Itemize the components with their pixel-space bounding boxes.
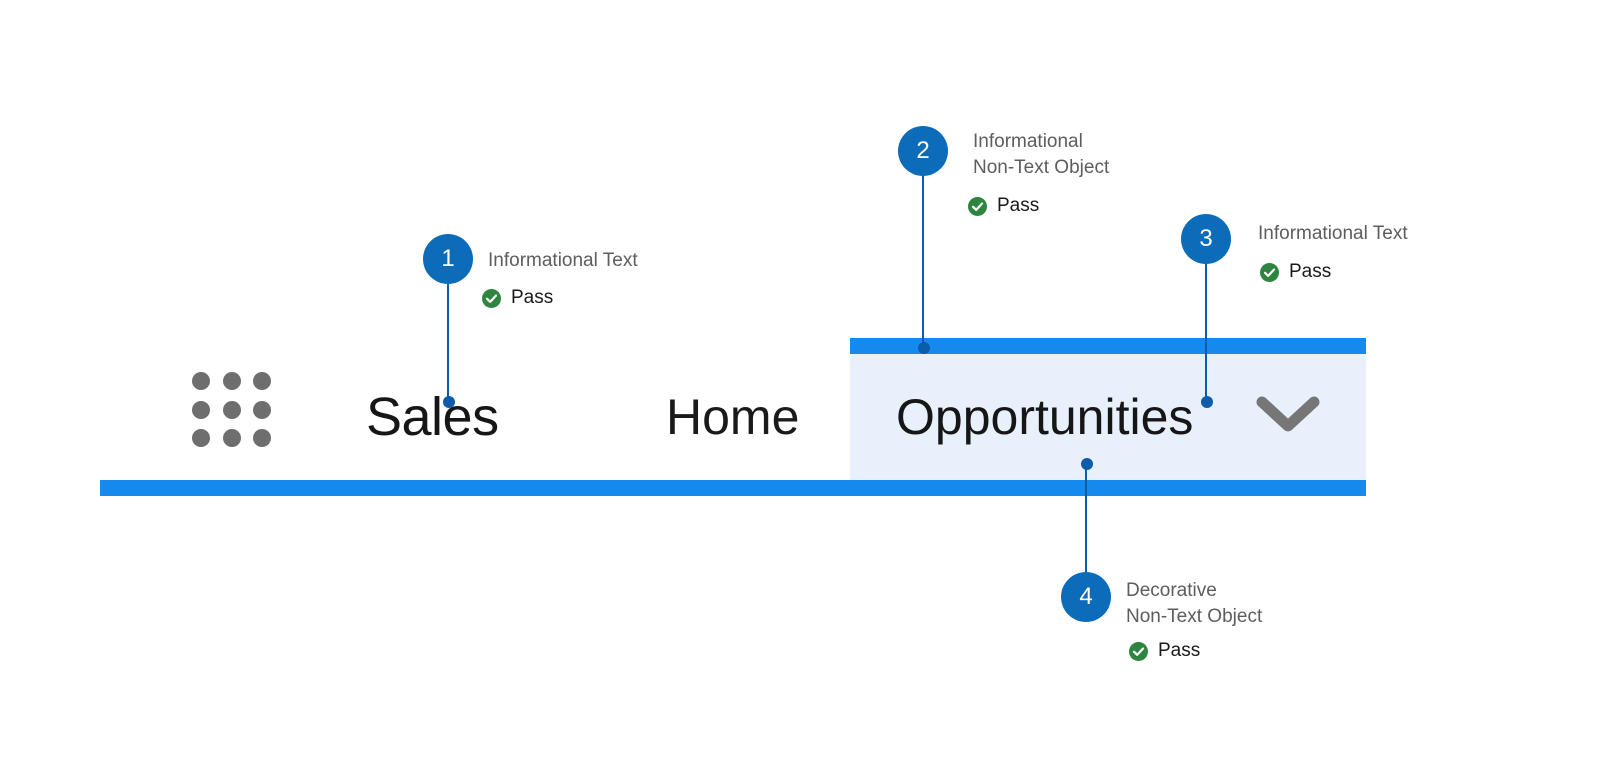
navigation-bottom-accent-bar — [100, 480, 1366, 496]
tab-highlight-background[interactable] — [850, 338, 1366, 480]
callout-3-leader-line — [1205, 258, 1207, 402]
grid-dot — [253, 429, 272, 448]
callout-4-badge[interactable]: 4 — [1061, 572, 1111, 622]
callout-2-status-label: Pass — [997, 195, 1040, 216]
grid-dot — [253, 400, 272, 419]
check-circle-icon — [968, 196, 987, 216]
callout-4-anchor-dot — [1081, 458, 1093, 470]
callout-4-leader-line — [1085, 464, 1087, 572]
grid-dot — [192, 372, 210, 390]
callout-1-anchor-dot — [443, 396, 455, 408]
callout-3-anchor-dot — [1201, 396, 1213, 408]
tab-label-opportunities[interactable]: Opportunities — [896, 389, 1194, 445]
callout-1-title-line-1: Informational Text — [488, 250, 638, 271]
callout-2-leader-line — [922, 176, 924, 348]
tab-home[interactable]: Home — [666, 389, 800, 445]
grid-dot — [222, 429, 241, 448]
callout-1-status-label: Pass — [511, 287, 554, 308]
grid-dot — [253, 372, 272, 390]
callout-2-title-line-1: Informational — [973, 131, 1083, 152]
callout-4-status-label: Pass — [1158, 640, 1201, 661]
grid-dot — [222, 400, 241, 419]
callout-4-status: Pass — [1129, 639, 1200, 663]
check-circle-icon — [482, 288, 501, 308]
callout-2-anchor-dot — [918, 342, 930, 354]
callout-3-status-label: Pass — [1289, 261, 1332, 282]
callout-3-title-line-1: Informational Text — [1258, 223, 1408, 244]
chevron-down-icon[interactable] — [1256, 392, 1320, 436]
callout-2-badge[interactable]: 2 — [898, 126, 948, 176]
check-circle-icon — [1260, 262, 1279, 282]
app-launcher-grid-icon[interactable] — [192, 372, 274, 448]
app-name-sales[interactable]: Sales — [366, 387, 499, 447]
callout-4-title-line-2: Non-Text Object — [1126, 606, 1263, 627]
callout-4-title-line-1: Decorative — [1126, 580, 1217, 601]
check-circle-icon — [1129, 641, 1148, 661]
grid-dot — [192, 400, 210, 419]
callout-3-status: Pass — [1260, 260, 1331, 284]
callout-2-title-line-2: Non-Text Object — [973, 157, 1110, 178]
callout-1-leader-line — [447, 284, 449, 402]
callout-2-status: Pass — [968, 194, 1039, 218]
callout-3-badge[interactable]: 3 — [1181, 214, 1231, 264]
callout-1-status: Pass — [482, 286, 553, 310]
callout-1-badge[interactable]: 1 — [423, 234, 473, 284]
grid-dot — [222, 372, 241, 390]
grid-dot — [192, 429, 210, 448]
